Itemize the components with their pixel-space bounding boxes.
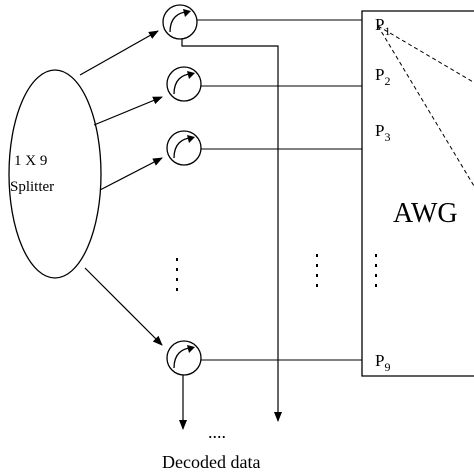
ellipsis-middle [316, 254, 318, 287]
splitter: 1 X 9 Splitter [8, 69, 102, 279]
circulator-9-circle [166, 340, 202, 376]
splitter-arrow-2 [93, 96, 163, 126]
awg-connections [197, 19, 362, 361]
output-paths [179, 39, 282, 430]
circulator-2 [166, 66, 202, 102]
splitter-arrow-1 [79, 30, 159, 76]
circulator-1 [162, 4, 198, 40]
circulator-3-circle [166, 130, 202, 166]
splitter-label-line1: 1 X 9 [14, 153, 47, 169]
splitter-arrow-9 [84, 267, 163, 346]
port-label-p2: P2 [375, 65, 390, 88]
awg-internal-path-a [377, 25, 474, 84]
port-labels: P1 P2 P3 P9 [375, 15, 390, 374]
ellipsis-circulators [176, 258, 178, 291]
awg-label: AWG [393, 198, 458, 229]
awg-box [361, 10, 474, 377]
port-label-p3: P3 [375, 121, 390, 144]
decoded-data-label: Decoded data [162, 452, 260, 472]
port-label-p9: P9 [375, 351, 390, 374]
awg: AWG [361, 10, 474, 377]
horizontal-ellipsis: .... [208, 422, 226, 442]
circulator-1-circle [162, 4, 198, 40]
splitter-arrow-3 [99, 157, 163, 191]
splitter-label-line2: Splitter [10, 179, 54, 195]
splitter-ellipse [8, 69, 102, 279]
circulator-9 [166, 340, 202, 376]
vertical-ellipses [176, 254, 377, 291]
port-label-p1: P1 [375, 15, 390, 38]
circulators [162, 4, 202, 376]
ellipsis-ports [375, 254, 377, 287]
splitter-arrows [79, 30, 163, 346]
output-path-1 [181, 39, 282, 422]
circulator-2-circle [166, 66, 202, 102]
circulator-3 [166, 130, 202, 166]
awg-internal-path-b [377, 25, 474, 187]
